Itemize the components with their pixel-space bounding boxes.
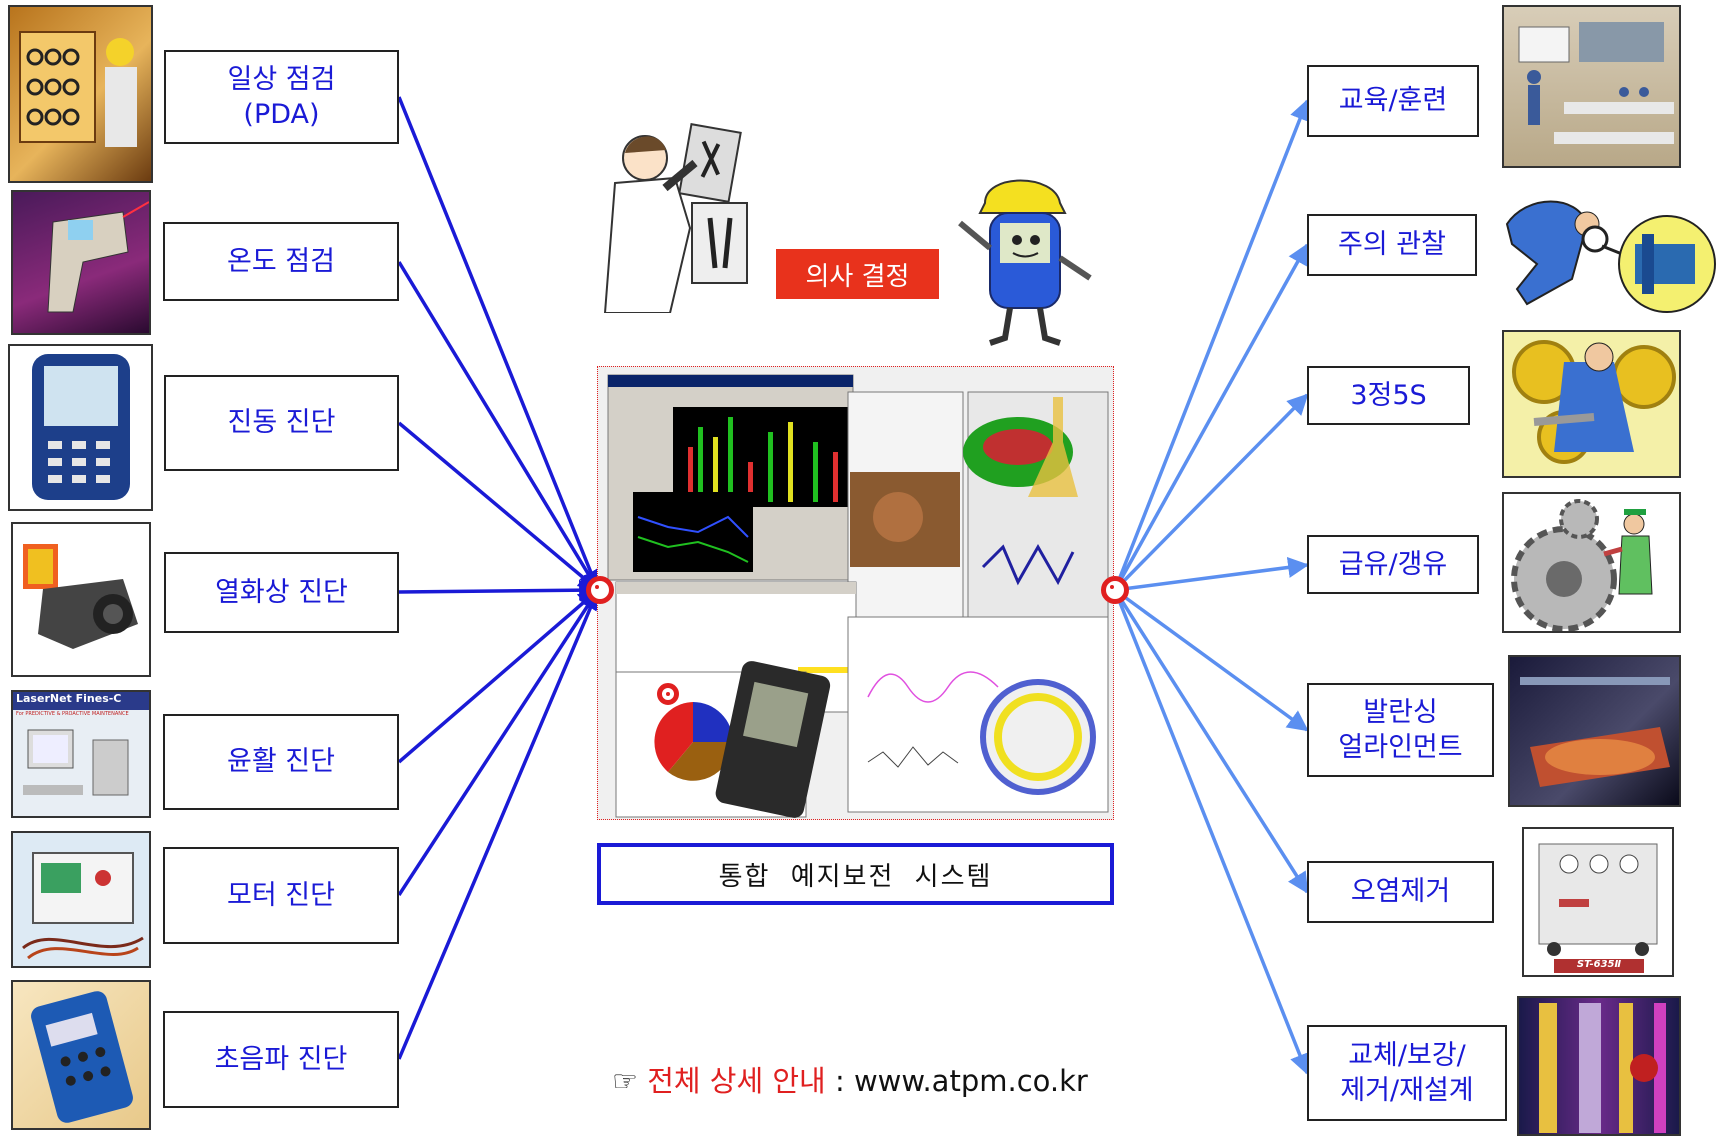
filtration-model-label: ST-635Ⅱ [1576,959,1622,970]
infrared-thermometer-icon [47,201,149,313]
left-item-vibration: 진동 진단 [164,375,399,471]
left-arrow-1 [397,96,601,592]
right-arrow-6 [1113,589,1309,894]
left-arrow-6 [397,588,600,896]
right-item-line: 교체/보강/ [1348,1039,1466,1071]
right-arrow-3 [1113,393,1309,592]
right-item-3s5s: 3정5S [1307,366,1470,425]
software-screens-icon [607,374,1109,818]
right-arrow-5 [1113,588,1309,732]
laser-net-photo: LaserNet Fines-C For PREDICTIVE & PROACT… [11,690,151,818]
right-arrow-7 [1113,589,1310,1075]
left-item-temperature: 온도 점검 [163,222,399,301]
left-item-line: 모터 진단 [227,879,335,911]
oiling-gear-icon [1511,499,1653,631]
vibration-analyzer-photo [8,344,153,511]
vibration-analyzer-icon [32,354,130,500]
left-item-daily-inspection: 일상 점검 (PDA) [164,50,399,144]
footer-url[interactable]: www.atpm.co.kr [853,1064,1088,1098]
left-item-line: (PDA) [243,99,320,130]
left-arrow-3 [397,421,600,592]
industrial-pipes-icon [1539,1003,1666,1133]
left-item-line: 열화상 진단 [215,576,348,608]
right-item-decontamination: 오염제거 [1307,861,1494,923]
left-item-lubrication: 윤활 진단 [163,714,399,810]
right-arrow-4 [1114,557,1310,592]
right-item-line: 교육/훈련 [1338,85,1448,117]
lubrication-cartoon-photo [1502,492,1681,633]
motor-tester-photo [11,831,151,968]
thermal-camera-photo [11,522,151,677]
right-item-balancing: 발란싱 얼라인먼트 [1307,683,1494,777]
pda-mascot-icon [958,179,1092,346]
right-item-replacement: 교체/보강/ 제거/재설계 [1307,1025,1507,1121]
footer-highlight: 전체 상세 안내 [647,1064,826,1098]
5s-gears-photo [1502,330,1681,478]
left-item-motor: 모터 진단 [163,847,399,944]
laser-net-title: LaserNet Fines-C [13,692,149,710]
left-item-line: 진동 진단 [227,407,336,439]
software-collage [597,366,1114,820]
gauge-panel-icon [19,31,137,147]
left-hub-node [586,576,614,604]
magnifier-inspector-icon [1505,200,1716,313]
ultrasonic-detector-icon [31,991,133,1123]
left-item-line: 온도 점검 [227,245,335,277]
inspection-worker-photo [8,5,153,183]
laser-net-subtitle: For PREDICTIVE & PROACTIVE MAINTENANCE [16,711,129,717]
left-item-thermography: 열화상 진단 [164,552,399,633]
left-item-line: 일상 점검 [227,63,336,95]
right-arrow-1 [1113,99,1310,591]
right-item-line: 급유/갱유 [1338,548,1448,580]
pointer-hand-icon: ☞ [612,1064,638,1098]
right-item-line: 제거/재설계 [1340,1075,1474,1106]
right-item-observation: 주의 관찰 [1307,214,1477,276]
right-item-line: 발란싱 [1363,696,1438,728]
right-item-line: 3정5S [1350,379,1427,411]
left-arrow-7 [397,588,601,1060]
decision-label: 의사 결정 [776,249,939,299]
gear-worker-icon [1512,340,1676,464]
left-arrow-4 [398,579,601,601]
motor-tester-icon [22,852,144,960]
left-item-line: 초음파 진단 [214,1043,348,1075]
ultrasonic-detector-photo [11,980,151,1130]
right-arrow-2 [1113,243,1309,591]
footer-info: ☞ 전체 상세 안내 : www.atpm.co.kr [612,1058,1088,1100]
right-item-lubricating: 급유/갱유 [1307,535,1479,594]
filtration-unit-photo: ST-635Ⅱ [1522,827,1674,977]
training-room-photo [1502,5,1681,168]
right-item-line: 오염제거 [1350,876,1451,908]
left-item-line: 윤활 진단 [227,746,335,778]
left-item-ultrasonic: 초음파 진단 [163,1011,399,1108]
thermometer-gun-photo [11,190,151,335]
right-item-line: 주의 관찰 [1338,229,1446,261]
doctor-xray-icon [603,123,748,313]
footer-separator: : [825,1064,854,1098]
industrial-pipes-photo [1517,996,1681,1136]
right-hub-node [1101,576,1129,604]
left-arrow-5 [397,588,600,764]
alignment-machine-icon [1520,677,1670,787]
balancing-machine-photo [1508,655,1681,807]
lab-computer-icon [23,729,129,796]
collage-hub-node [657,683,679,705]
system-title: 통합 예지보전 시스템 [597,843,1114,905]
right-item-training: 교육/훈련 [1307,65,1479,137]
thermal-camera-icon [23,544,138,649]
filtration-machine-icon [1538,843,1658,973]
classroom-icon [1518,22,1674,144]
left-arrow-2 [397,261,600,592]
right-item-line: 얼라인먼트 [1338,732,1463,763]
